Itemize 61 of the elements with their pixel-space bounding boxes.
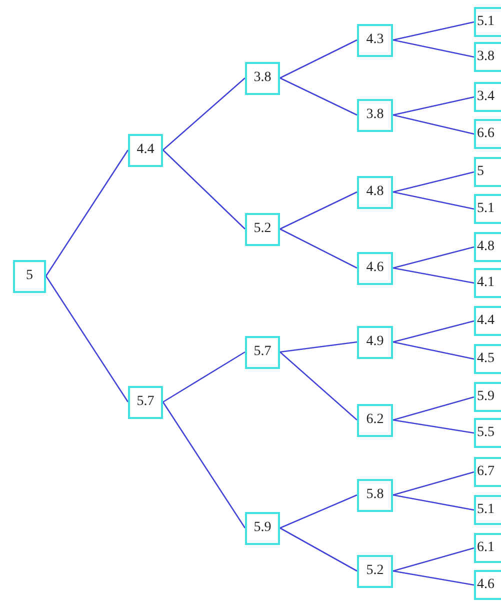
connector-line: [280, 341, 358, 353]
connector-line: [392, 419, 474, 434]
value-box: 5.9: [474, 382, 501, 412]
connector-line: [392, 246, 474, 269]
value-box: 5.7: [245, 336, 280, 368]
value-box: 4.5: [474, 344, 501, 374]
connector-line: [392, 320, 474, 343]
value-box: 5: [474, 157, 501, 187]
connector-line: [392, 547, 474, 572]
value-box: 4.1: [474, 268, 501, 298]
connector-line: [392, 39, 474, 58]
value-box: 4.4: [474, 306, 501, 336]
connector-line: [280, 191, 358, 230]
connector-line: [280, 77, 358, 116]
connector-line: [162, 402, 246, 528]
connector-line: [392, 96, 474, 116]
connector-line: [162, 78, 246, 150]
value-box: 4.6: [357, 252, 393, 284]
connector-line: [162, 150, 246, 230]
connector-line: [392, 494, 474, 511]
connector-line: [280, 228, 358, 269]
connector-line: [280, 39, 358, 79]
value-box: 5.8: [357, 478, 393, 512]
value-box: 5: [13, 260, 46, 292]
value-box: 3.8: [474, 42, 501, 72]
value-box: 4.4: [128, 134, 163, 166]
value-box: 5.1: [474, 194, 501, 224]
connector-line: [45, 150, 129, 276]
value-box: 6.1: [474, 533, 501, 563]
connector-line: [280, 352, 358, 420]
connector-line: [392, 396, 474, 421]
connector-line: [392, 21, 474, 41]
value-box: 3.8: [357, 98, 393, 132]
value-box: 5.1: [474, 7, 501, 37]
value-box: 4.6: [474, 570, 501, 600]
value-box: 5.2: [357, 554, 393, 588]
value-box: 6.2: [357, 404, 393, 436]
connector-line: [392, 114, 474, 135]
value-box: 5.2: [245, 212, 280, 246]
value-box: 4.8: [474, 232, 501, 262]
value-box: 4.3: [357, 24, 393, 56]
connector-line: [392, 191, 474, 210]
connector-line: [392, 267, 474, 284]
connector-line: [162, 351, 246, 403]
connector-line: [392, 570, 474, 586]
value-box: 6.7: [474, 457, 501, 487]
connector-line: [280, 494, 358, 529]
connector-line: [280, 527, 358, 572]
value-box: 5.5: [474, 418, 501, 448]
connector-line: [45, 276, 129, 402]
value-box: 4.8: [357, 176, 393, 208]
value-box: 3.8: [245, 62, 280, 94]
value-box: 4.9: [357, 326, 393, 358]
value-box: 6.6: [474, 119, 501, 149]
connector-line: [392, 471, 474, 496]
value-box: 5.7: [128, 386, 163, 418]
value-box: 5.1: [474, 495, 501, 525]
connector-line: [392, 341, 474, 360]
value-box: 5.9: [245, 512, 280, 544]
connector-line: [392, 171, 474, 193]
value-box: 3.4: [474, 82, 501, 112]
